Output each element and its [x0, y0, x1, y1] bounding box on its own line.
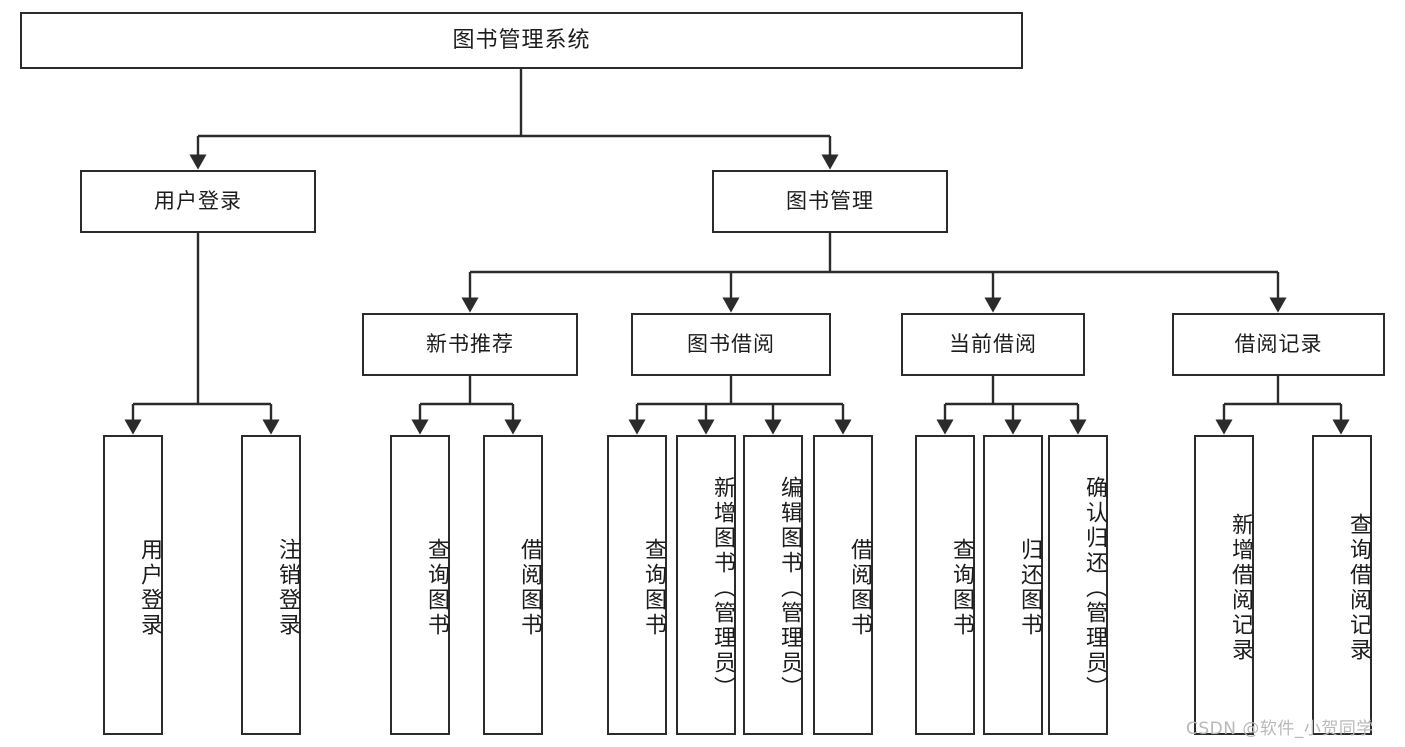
node-label: 当前借阅 [949, 332, 1037, 357]
node-label: 注销登录 [275, 538, 300, 638]
node-label: 用户登录 [137, 538, 162, 638]
leaf-confirm-return-admin[interactable]: 确认归还（管理员） [1048, 435, 1108, 735]
leaf-borrow-books-borrow[interactable]: 借阅图书 [813, 435, 873, 735]
leaf-query-books-recommend[interactable]: 查询图书 [390, 435, 450, 735]
node-label: 图书借阅 [687, 332, 775, 357]
node-label: 查询图书 [641, 538, 666, 638]
node-label: 借阅图书 [517, 538, 542, 638]
leaf-return-books[interactable]: 归还图书 [983, 435, 1043, 735]
node-user-login[interactable]: 用户登录 [80, 170, 316, 233]
node-new-book-recommend[interactable]: 新书推荐 [362, 313, 578, 376]
node-label: 查询图书 [949, 538, 974, 638]
node-label: 图书管理 [786, 189, 874, 214]
node-label: 新增图书（管理员） [710, 475, 735, 701]
leaf-query-books-borrow[interactable]: 查询图书 [607, 435, 667, 735]
leaf-borrow-books-recommend[interactable]: 借阅图书 [483, 435, 543, 735]
leaf-user-login[interactable]: 用户登录 [103, 435, 163, 735]
node-root[interactable]: 图书管理系统 [20, 12, 1023, 69]
leaf-query-borrow-record[interactable]: 查询借阅记录 [1312, 435, 1372, 735]
node-label: 查询借阅记录 [1346, 513, 1371, 663]
node-borrow-record[interactable]: 借阅记录 [1172, 313, 1385, 376]
node-current-borrow[interactable]: 当前借阅 [901, 313, 1085, 376]
node-label: 新增借阅记录 [1228, 513, 1253, 663]
leaf-edit-book-admin[interactable]: 编辑图书（管理员） [743, 435, 803, 735]
node-label: 查询图书 [424, 538, 449, 638]
watermark: CSDN @软件_小贺同学 [1186, 719, 1374, 739]
leaf-query-books-current[interactable]: 查询图书 [915, 435, 975, 735]
node-label: 借阅记录 [1234, 332, 1323, 357]
node-label: 用户登录 [154, 189, 242, 214]
leaf-add-borrow-record[interactable]: 新增借阅记录 [1194, 435, 1254, 735]
node-label: 图书管理系统 [452, 27, 591, 53]
leaf-logout[interactable]: 注销登录 [241, 435, 301, 735]
node-label: 新书推荐 [426, 332, 514, 357]
node-label: 借阅图书 [847, 538, 872, 638]
node-label: 编辑图书（管理员） [777, 475, 802, 701]
node-book-management[interactable]: 图书管理 [712, 170, 948, 233]
node-label: 确认归还（管理员） [1082, 475, 1107, 701]
node-label: 归还图书 [1017, 538, 1042, 638]
node-book-borrow[interactable]: 图书借阅 [631, 313, 831, 376]
leaf-add-book-admin[interactable]: 新增图书（管理员） [676, 435, 736, 735]
